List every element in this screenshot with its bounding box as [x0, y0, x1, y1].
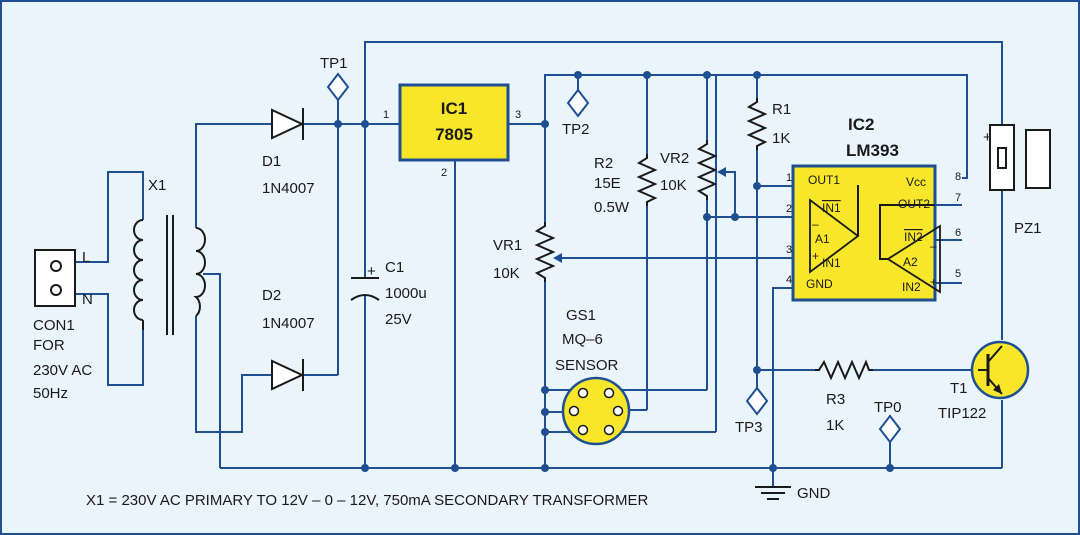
r1-value: 1K	[772, 130, 790, 147]
resistor-r3: R3 1K	[815, 359, 873, 434]
ic1-pin2: 2	[441, 167, 447, 179]
ic2-gnd: GND	[806, 277, 833, 291]
con1-note-1: FOR	[33, 337, 65, 354]
connector-con1: L N CON1 FOR 230V AC 50Hz	[33, 249, 93, 402]
ic2-in2-plus: IN2	[902, 280, 921, 294]
ic2-a1-minus: –	[812, 217, 819, 231]
r2-value: 15E	[594, 175, 621, 192]
ic2-pin5: 5	[955, 268, 961, 280]
sensor-part: MQ–6	[562, 331, 603, 348]
tp1-label: TP1	[320, 55, 348, 72]
ic2-a1: A1	[815, 232, 830, 246]
gas-sensor-gs1: GS1 MQ–6 SENSOR	[555, 307, 631, 446]
ic2-a2: A2	[903, 255, 918, 269]
ic2-pin3: 3	[786, 244, 792, 256]
transistor-t1: T1 TIP122	[938, 340, 1030, 422]
gnd-label: GND	[797, 485, 831, 502]
ic1-label: IC1	[441, 99, 467, 118]
ic1-part: 7805	[435, 125, 473, 144]
vr2-label: VR2	[660, 150, 689, 167]
pz1-label: PZ1	[1014, 220, 1042, 237]
con1-note-2: 230V AC	[33, 362, 92, 379]
r2-power: 0.5W	[594, 199, 630, 216]
t1-label: T1	[950, 380, 968, 397]
c1-voltage: 25V	[385, 311, 412, 328]
ic2-pin1: 1	[786, 172, 792, 184]
r1-label: R1	[772, 101, 791, 118]
ic2-a2-plus: +	[930, 275, 937, 289]
potentiometer-vr1: VR1 10K	[493, 222, 566, 282]
ic2-pin8: 8	[955, 171, 961, 183]
ic2-pin2: 2	[786, 203, 792, 215]
ic2-label: IC2	[848, 115, 874, 134]
testpoint-tp2: TP2	[562, 75, 590, 138]
ic2-out1: OUT1	[808, 173, 840, 187]
junction-dots	[334, 71, 894, 472]
d2-part: 1N4007	[262, 315, 315, 332]
pz1-plus: +	[983, 129, 992, 146]
con1-label: CON1	[33, 317, 75, 334]
ic2-out2: OUT2	[898, 197, 930, 211]
transformer-label: X1	[148, 177, 166, 194]
ic2-in1-plus: IN1	[822, 256, 841, 270]
ic2-a2-minus: –	[930, 239, 937, 253]
capacitor-c1: + C1 1000u 25V	[350, 259, 427, 328]
regulator-ic1: IC1 7805 1 2 3	[383, 83, 521, 179]
sensor-text: SENSOR	[555, 357, 619, 374]
testpoint-tp3: TP3	[735, 386, 769, 436]
ic2-in2-minus: IN2	[904, 230, 923, 244]
ic2-pin6: 6	[955, 227, 961, 239]
vr1-label: VR1	[493, 237, 522, 254]
potentiometer-vr2: VR2 10K	[660, 140, 726, 200]
ic1-pin1: 1	[383, 109, 389, 121]
ic2-vcc: Vcc	[906, 175, 926, 189]
comparator-ic2: IC2 LM393 OUT1 IN1 A1 IN1 – + GND Vcc OU…	[786, 115, 961, 302]
t1-part: TIP122	[938, 405, 986, 422]
c1-polarity: +	[367, 263, 376, 280]
ic2-in1-minus: IN1	[822, 201, 841, 215]
tp0-label: TP0	[874, 399, 902, 416]
ic2-part: LM393	[846, 141, 899, 160]
ic2-pin7: 7	[955, 192, 961, 204]
con1-pin-n: N	[82, 291, 93, 308]
ic2-pin4: 4	[786, 274, 792, 286]
r3-value: 1K	[826, 417, 844, 434]
vr2-value: 10K	[660, 177, 687, 194]
resistor-r1: R1 1K	[746, 98, 791, 150]
buzzer-pz1: + PZ1	[983, 124, 1051, 237]
ic1-pin3: 3	[515, 109, 521, 121]
r3-label: R3	[826, 391, 845, 408]
d2-label: D2	[262, 287, 281, 304]
d1-label: D1	[262, 153, 281, 170]
sensor-label: GS1	[566, 307, 596, 324]
wiring	[75, 41, 1003, 486]
ground-symbol: GND	[755, 485, 831, 502]
transformer-x1: X1	[133, 177, 206, 335]
testpoint-tp0: TP0	[874, 399, 902, 444]
vr1-value: 10K	[493, 265, 520, 282]
c1-label: C1	[385, 259, 404, 276]
resistor-r2: R2 15E 0.5W	[594, 154, 658, 216]
con1-note-3: 50Hz	[33, 385, 68, 402]
diode-d2: D2 1N4007	[262, 287, 315, 391]
diode-d1: D1 1N4007	[262, 108, 315, 197]
d1-part: 1N4007	[262, 180, 315, 197]
c1-value: 1000u	[385, 285, 427, 302]
transformer-footnote: X1 = 230V AC PRIMARY TO 12V – 0 – 12V, 7…	[86, 492, 649, 509]
ic2-a1-plus: +	[812, 249, 819, 263]
con1-pin-l: L	[82, 249, 90, 266]
tp2-label: TP2	[562, 121, 590, 138]
testpoint-tp1: TP1	[320, 55, 350, 102]
tp3-label: TP3	[735, 419, 763, 436]
r2-label: R2	[594, 155, 613, 172]
